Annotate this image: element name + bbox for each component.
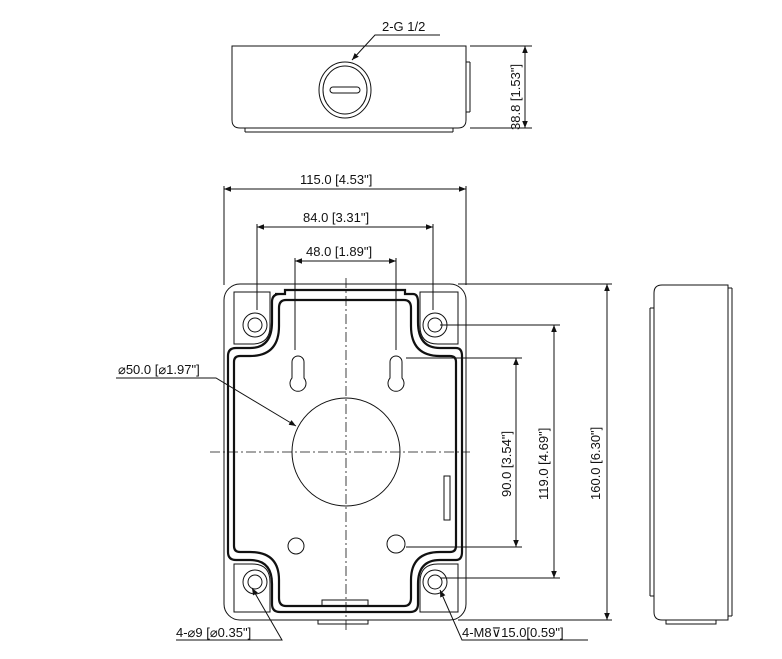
width-holes-dimension: 84.0 [3.31"] xyxy=(303,210,369,225)
height-overall-dimension: 160.0 [6.30"] xyxy=(588,427,603,500)
keyhole-right xyxy=(387,355,405,392)
mount-holes-callout: 4-⌀9 [⌀0.35"] xyxy=(176,625,251,640)
bottom-tab xyxy=(321,599,369,607)
side-view xyxy=(649,284,733,625)
side-view-body xyxy=(653,284,729,621)
mount-hole-bl xyxy=(242,569,268,595)
height-dimension: 38.8 [1.53"] xyxy=(508,64,523,130)
front-view: 115.0 [4.53"] 84.0 [3.31"] 48.0 [1.89"] xyxy=(116,172,612,641)
thread-callout: 2-G 1/2 xyxy=(382,19,425,34)
keyhole-left xyxy=(289,355,307,392)
mount-hole-tl xyxy=(242,312,268,338)
lower-hole-right xyxy=(386,534,406,554)
thread-holes-callout: 4-M8⊽15.0[0.59"] xyxy=(462,625,564,640)
width-overall-dimension: 115.0 [4.53"] xyxy=(300,172,372,187)
plug-slot xyxy=(329,86,361,94)
top-view-body xyxy=(231,45,467,129)
gasket-outer xyxy=(226,288,464,614)
center-hole-callout: ⌀50.0 [⌀1.97"] xyxy=(118,362,200,377)
height-keyholes-dimension: 90.0 [3.54"] xyxy=(499,431,514,497)
mount-hole-br xyxy=(422,569,448,595)
top-view: 2-G 1/2 38.8 [1.53"] xyxy=(231,19,532,133)
lower-hole-left xyxy=(287,537,305,555)
gasket-inner xyxy=(232,298,458,608)
side-slot xyxy=(443,475,451,521)
width-keyholes-dimension: 48.0 [1.89"] xyxy=(306,244,372,259)
height-holes-dimension: 119.0 [4.69"] xyxy=(536,428,551,500)
gland-plug xyxy=(318,61,372,119)
